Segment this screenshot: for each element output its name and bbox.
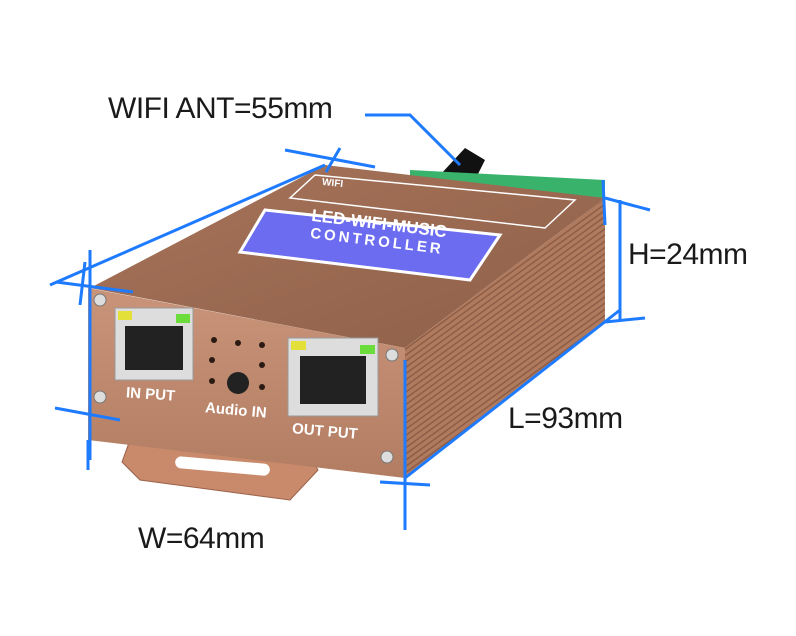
audio-jack [227, 372, 249, 394]
length-label: L=93mm [508, 402, 623, 435]
speaker-holes [209, 337, 265, 390]
indicator-panel [288, 174, 577, 229]
input-port-label: IN PUT [125, 384, 176, 405]
width-label: W=64mm [138, 522, 265, 555]
dimension-lines [49, 113, 651, 530]
side-face [405, 198, 605, 478]
terminal-block [410, 170, 605, 198]
screws [93, 293, 399, 464]
wifi-label: WIFI [321, 176, 344, 191]
height-label: H=24mm [628, 238, 748, 271]
antenna-length-label: WIFI ANT=55mm [108, 92, 333, 125]
title-badge [237, 208, 503, 282]
